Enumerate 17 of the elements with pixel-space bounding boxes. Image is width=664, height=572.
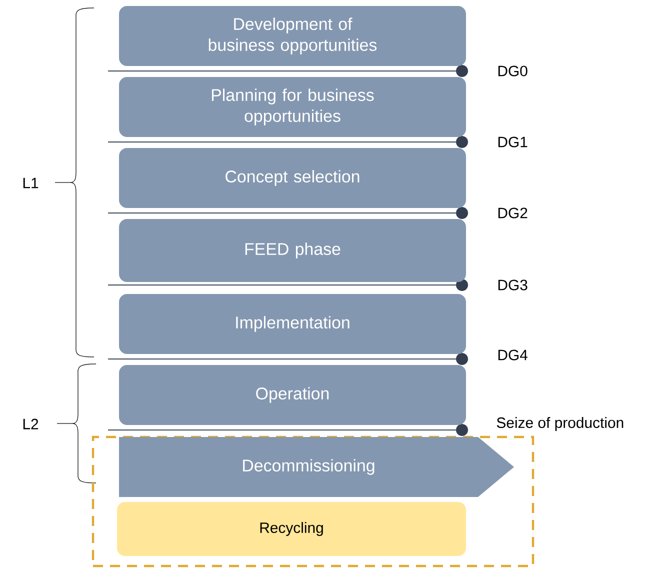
phase-box: Planning for business opportunities <box>119 76 466 137</box>
dashed-frame <box>92 436 534 568</box>
gate-label: DG4 <box>498 350 528 360</box>
gate-label: DG3 <box>498 280 528 290</box>
gate-label: DG0 <box>498 66 528 76</box>
phase-box: Implementation <box>119 294 466 354</box>
level-label: L1 <box>23 178 38 188</box>
phase-box: Recycling <box>117 502 466 556</box>
phase-box: FEED phase <box>119 218 466 282</box>
gate-label: Seize of production <box>496 417 624 431</box>
gate-label: DG2 <box>498 208 528 218</box>
level-label: L2 <box>23 418 38 430</box>
phase-box: Development of business opportunities <box>119 6 466 66</box>
gate-label: DG1 <box>498 136 528 148</box>
phase-box: Operation <box>119 364 466 425</box>
phase-box: Concept selection <box>119 148 466 208</box>
pentagon-phase-box: Decommissioning <box>119 436 514 497</box>
